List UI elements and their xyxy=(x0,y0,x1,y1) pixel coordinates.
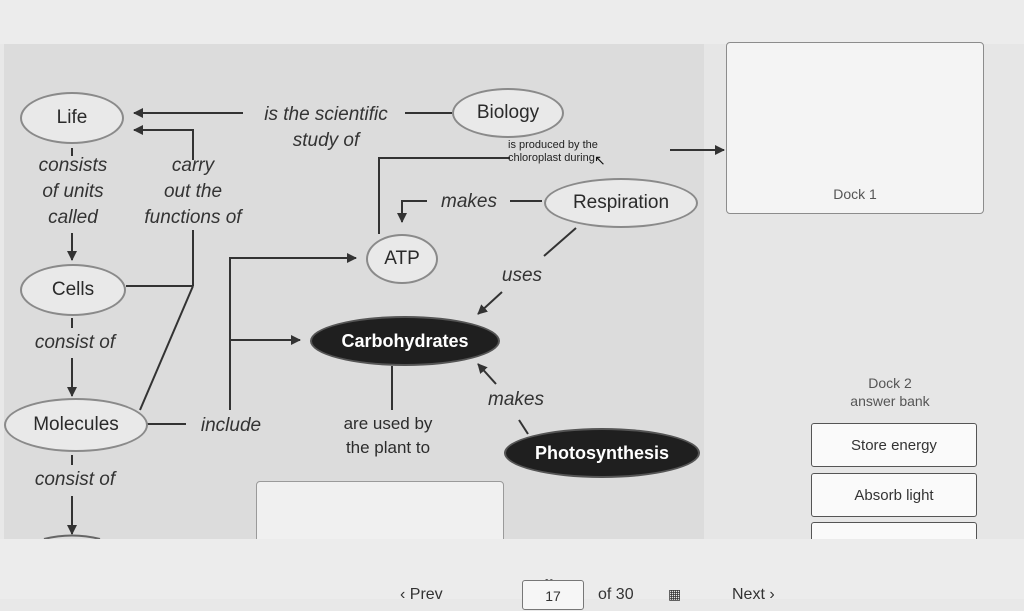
node-biology: Biology xyxy=(452,88,564,138)
link-text: called xyxy=(48,207,98,228)
node-carbohydrates-label: Carbohydrates xyxy=(341,330,469,351)
bottom-bar-overlay xyxy=(0,539,1024,599)
link-text: are used by xyxy=(343,414,433,433)
node-life: Life xyxy=(20,92,124,144)
cursor-icon: ↖ xyxy=(594,152,606,168)
dock-1[interactable] xyxy=(726,42,984,214)
node-respiration-label: Respiration xyxy=(572,192,670,213)
link-label-consists: consists of units called xyxy=(22,153,124,231)
link-text: out the xyxy=(163,181,223,202)
link-text: consist of xyxy=(34,469,116,490)
link-label-makes-carb: makes xyxy=(478,387,554,413)
link-text: functions of xyxy=(144,207,242,228)
top-band xyxy=(0,0,1024,44)
link-label-scientific-study: is the scientific study of xyxy=(240,102,412,154)
answer-chip-label: Absorb light xyxy=(854,486,934,504)
answer-chip-store-energy[interactable]: Store energy xyxy=(811,423,977,467)
link-label-consist-of-molecules: consist of xyxy=(16,467,134,493)
node-life-label: Life xyxy=(56,107,88,128)
node-molecules: Molecules xyxy=(4,398,148,452)
node-cells: Cells xyxy=(20,264,126,316)
link-label-are-used: are used by the plant to xyxy=(326,412,450,460)
node-respiration: Respiration xyxy=(544,178,698,228)
node-atp: ATP xyxy=(366,234,438,284)
answer-chip-label: Store energy xyxy=(851,436,937,454)
chevron-right-icon: › xyxy=(769,586,775,603)
chevron-left-icon: ‹ xyxy=(400,586,406,603)
next-label: Next xyxy=(732,586,765,603)
next-button[interactable]: Next › xyxy=(732,586,775,604)
link-text: consists xyxy=(38,155,108,176)
node-molecules-label: Molecules xyxy=(33,414,119,435)
link-label-carry-out: carry out the functions of xyxy=(128,153,258,231)
link-label-uses: uses xyxy=(494,263,550,289)
link-text: makes xyxy=(441,191,497,212)
node-atp-label: ATP xyxy=(384,248,420,269)
link-text: makes xyxy=(488,389,544,410)
link-text: study of xyxy=(292,130,360,151)
link-text: uses xyxy=(501,265,543,286)
link-text: of units xyxy=(42,181,104,202)
link-label-makes-atp: makes xyxy=(432,189,506,215)
link-text: is the scientific xyxy=(264,104,388,125)
link-text: is produced by the xyxy=(508,139,598,151)
link-label-consist-of-cells: consist of xyxy=(16,330,134,356)
dock-2-subtitle: answer bank xyxy=(850,393,930,409)
prev-button[interactable]: ‹ Prev xyxy=(400,586,443,604)
link-label-include: include xyxy=(188,413,274,439)
link-label-produced-by: is produced by the chloroplast during xyxy=(508,139,598,165)
dock-2-label: Dock 2 answer bank xyxy=(800,374,980,410)
prev-label: Prev xyxy=(409,586,443,603)
link-text: include xyxy=(200,415,262,436)
page-number-input[interactable]: 17 xyxy=(522,580,584,610)
node-photosynthesis-label: Photosynthesis xyxy=(534,442,670,463)
page-total: of 30 xyxy=(598,586,634,603)
link-text: the plant to xyxy=(345,438,431,457)
link-text: carry xyxy=(171,155,215,176)
link-text: chloroplast during xyxy=(508,152,595,164)
grid-icon[interactable]: ▦ xyxy=(668,586,682,602)
answer-chip-absorb-light[interactable]: Absorb light xyxy=(811,473,977,517)
dock-1-label: Dock 1 xyxy=(833,186,877,202)
node-biology-label: Biology xyxy=(476,102,540,123)
node-photosynthesis: Photosynthesis xyxy=(504,428,700,478)
dock-2-title: Dock 2 xyxy=(868,375,912,391)
link-text: consist of xyxy=(34,332,116,353)
node-carbohydrates: Carbohydrates xyxy=(310,316,500,366)
node-cells-label: Cells xyxy=(51,279,95,300)
